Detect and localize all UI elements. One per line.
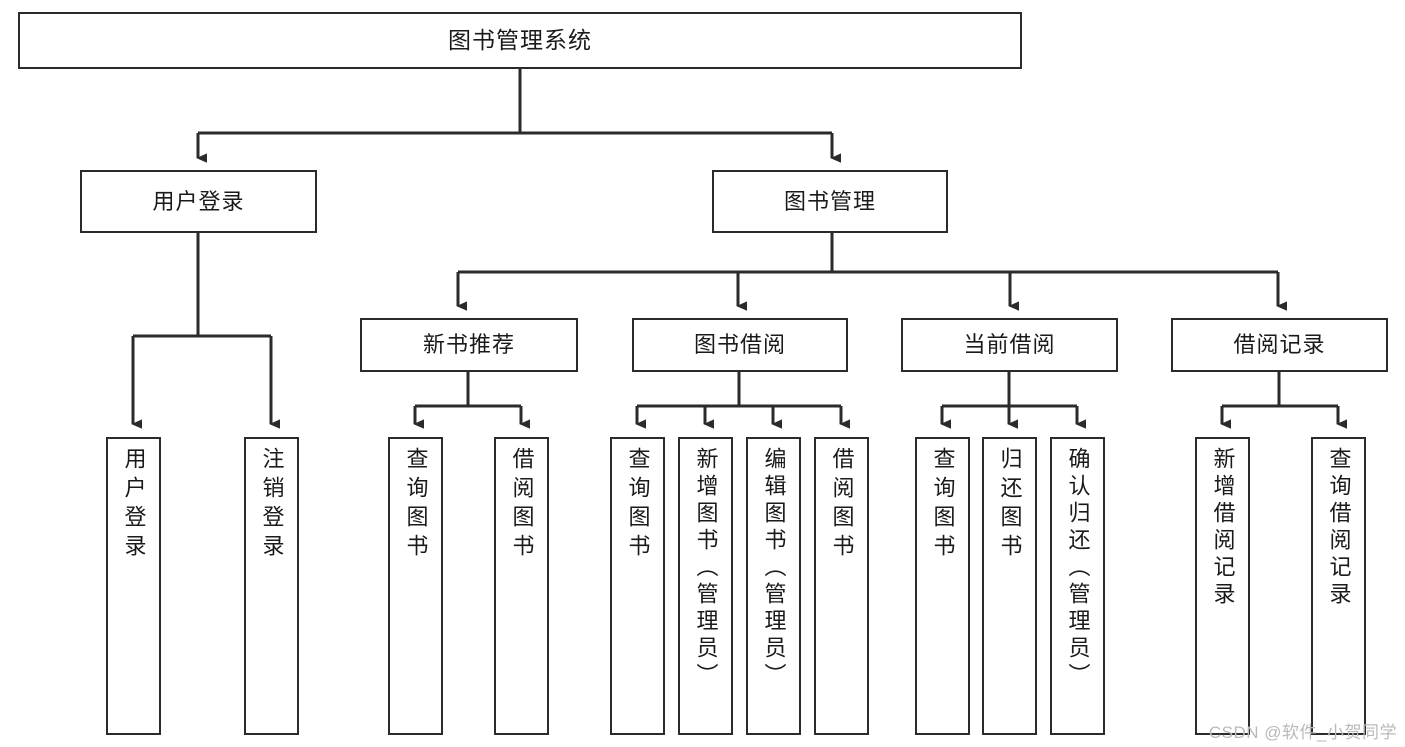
- node-borrow-record[interactable]: 借阅记录: [1171, 318, 1388, 372]
- leaf-add-book-label: 新增图书（管理员）: [693, 447, 719, 690]
- leaf-borrow-book-2[interactable]: 借阅图书: [814, 437, 869, 735]
- leaf-borrow-book-1-label: 借阅图书: [509, 447, 535, 563]
- leaf-query-book-3-label: 查询图书: [930, 447, 956, 563]
- node-root-label: 图书管理系统: [448, 27, 592, 53]
- node-new-book-recommend[interactable]: 新书推荐: [360, 318, 578, 372]
- leaf-confirm-return[interactable]: 确认归还（管理员）: [1050, 437, 1105, 735]
- leaf-user-login[interactable]: 用户登录: [106, 437, 161, 735]
- leaf-query-book-3[interactable]: 查询图书: [915, 437, 970, 735]
- leaf-borrow-book-1[interactable]: 借阅图书: [494, 437, 549, 735]
- leaf-return-book[interactable]: 归还图书: [982, 437, 1037, 735]
- node-book-management[interactable]: 图书管理: [712, 170, 948, 233]
- leaf-query-book-2-label: 查询图书: [625, 447, 651, 563]
- leaf-confirm-return-label: 确认归还（管理员）: [1065, 447, 1091, 690]
- node-borrow-record-label: 借阅记录: [1233, 332, 1326, 357]
- leaf-borrow-book-2-label: 借阅图书: [829, 447, 855, 563]
- watermark: CSDN @软件_小贺同学: [1208, 723, 1397, 742]
- node-user-login[interactable]: 用户登录: [80, 170, 317, 233]
- leaf-query-record[interactable]: 查询借阅记录: [1311, 437, 1366, 735]
- leaf-add-record-label: 新增借阅记录: [1210, 447, 1236, 609]
- leaf-query-book-1-label: 查询图书: [403, 447, 429, 563]
- node-root[interactable]: 图书管理系统: [18, 12, 1022, 69]
- node-current-borrow-label: 当前借阅: [963, 332, 1056, 357]
- leaf-query-book-1[interactable]: 查询图书: [388, 437, 443, 735]
- leaf-logout-login-label: 注销登录: [259, 447, 285, 563]
- leaf-query-book-2[interactable]: 查询图书: [610, 437, 665, 735]
- leaf-add-book[interactable]: 新增图书（管理员）: [678, 437, 733, 735]
- leaf-logout-login[interactable]: 注销登录: [244, 437, 299, 735]
- node-book-management-label: 图书管理: [783, 188, 876, 214]
- leaf-edit-book[interactable]: 编辑图书（管理员）: [746, 437, 801, 735]
- node-book-borrow-label: 图书借阅: [693, 332, 786, 357]
- leaf-edit-book-label: 编辑图书（管理员）: [761, 447, 787, 690]
- node-book-borrow[interactable]: 图书借阅: [632, 318, 848, 372]
- leaf-add-record[interactable]: 新增借阅记录: [1195, 437, 1250, 735]
- leaf-user-login-label: 用户登录: [121, 447, 147, 563]
- leaf-return-book-label: 归还图书: [997, 447, 1023, 563]
- node-user-login-label: 用户登录: [152, 188, 245, 214]
- leaf-query-record-label: 查询借阅记录: [1326, 447, 1352, 609]
- node-current-borrow[interactable]: 当前借阅: [901, 318, 1118, 372]
- node-new-book-recommend-label: 新书推荐: [422, 332, 515, 357]
